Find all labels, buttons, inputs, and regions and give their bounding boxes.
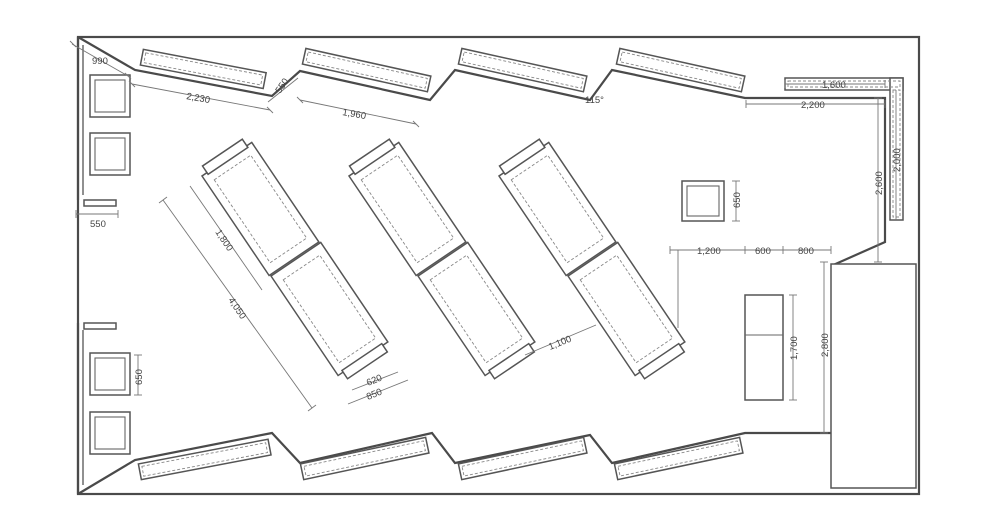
dim-550-left: 550 bbox=[90, 219, 106, 230]
diagonal-tables bbox=[200, 138, 686, 380]
plinth-2 bbox=[89, 132, 131, 176]
bottom-wall-shelves bbox=[137, 436, 744, 481]
dim-2000: 2,000 bbox=[892, 148, 903, 172]
dim-850: 850 bbox=[365, 387, 384, 403]
dim-990: 990 bbox=[92, 56, 108, 67]
plinth-3 bbox=[89, 352, 131, 396]
dim-800: 800 bbox=[798, 246, 814, 257]
dim-115: 115° bbox=[585, 95, 604, 106]
plinth-4 bbox=[89, 411, 131, 455]
dim-2800: 2,800 bbox=[820, 333, 831, 357]
table-1b bbox=[269, 241, 389, 380]
dim-2200: 2,200 bbox=[801, 100, 825, 111]
dim-4050: 4,050 bbox=[226, 296, 248, 322]
dim-1700: 1,700 bbox=[789, 336, 800, 360]
dim-1200: 1,200 bbox=[697, 246, 721, 257]
plinth-1 bbox=[89, 74, 131, 118]
bottom-shelf-1 bbox=[137, 438, 272, 481]
dim-1800: 1,800 bbox=[213, 228, 235, 254]
bottom-shelf-2 bbox=[299, 436, 430, 481]
storage-room bbox=[830, 263, 917, 489]
outer-walls bbox=[76, 35, 921, 496]
bottom-zigzag-wall bbox=[77, 431, 831, 495]
top-zigzag-wall bbox=[77, 36, 887, 268]
plinth-right bbox=[681, 180, 725, 222]
table-2b bbox=[416, 241, 536, 380]
dim-1600: 1,600 bbox=[822, 80, 846, 91]
left-displays bbox=[82, 45, 131, 485]
bottom-shelf-4 bbox=[613, 436, 744, 481]
dim-1100: 1,100 bbox=[547, 334, 573, 353]
dim-650-right: 650 bbox=[732, 192, 743, 208]
dim-1960: 1,960 bbox=[341, 107, 366, 122]
table-1a bbox=[200, 138, 320, 277]
dim-620: 620 bbox=[365, 373, 384, 389]
right-fixtures bbox=[681, 180, 917, 489]
dimension-lines bbox=[69, 40, 897, 434]
dim-2600: 2,600 bbox=[874, 171, 885, 195]
table-3b bbox=[566, 241, 686, 380]
outer-boundary bbox=[76, 35, 921, 496]
dim-650-left: 650 bbox=[134, 369, 145, 385]
table-3a bbox=[497, 138, 617, 277]
dim-600: 600 bbox=[755, 246, 771, 257]
dim-2230: 2,230 bbox=[185, 91, 210, 106]
table-2a bbox=[347, 138, 467, 277]
bench-lower bbox=[83, 322, 117, 330]
top-shelf-3 bbox=[457, 47, 588, 93]
bottom-shelf-3 bbox=[457, 436, 588, 481]
top-shelf-4 bbox=[615, 47, 746, 93]
top-shelf-2 bbox=[301, 47, 432, 93]
bench-upper bbox=[83, 199, 117, 207]
top-shelf-1 bbox=[139, 48, 268, 90]
cash-counter bbox=[744, 294, 784, 401]
